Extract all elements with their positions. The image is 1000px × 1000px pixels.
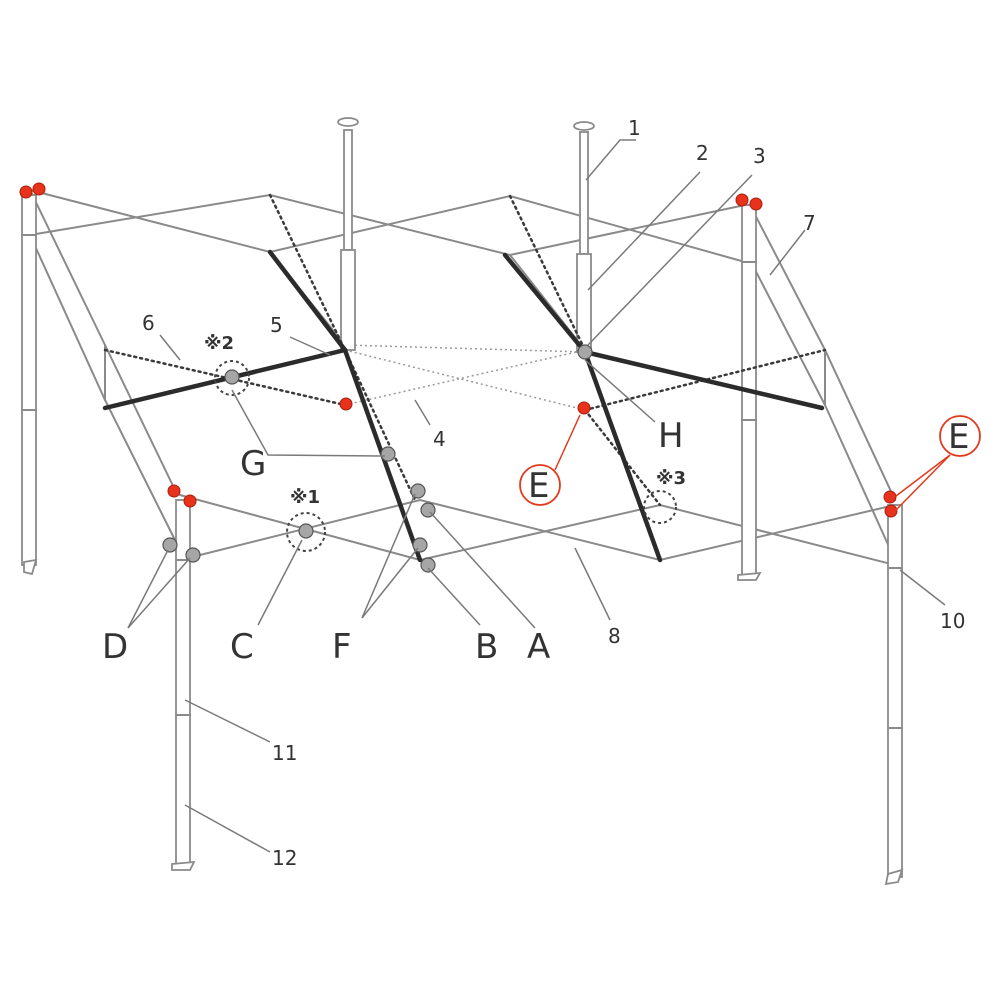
label-letter-c: C [230, 627, 254, 667]
callout-circle-e-1 [519, 464, 561, 506]
red-joint [749, 197, 763, 211]
red-joint [577, 401, 591, 415]
gray-joint [224, 369, 240, 385]
red-joint [884, 504, 898, 518]
leader-lines [127, 139, 951, 853]
label-part-10: 10 [940, 609, 965, 633]
ref-marker-1 [286, 512, 326, 552]
legs [21, 117, 904, 886]
label-letter-b: B [475, 627, 498, 667]
label-ref-3: ※3 [656, 468, 686, 489]
label-part-1: 1 [628, 116, 641, 140]
leg-front-right [887, 504, 903, 878]
label-letter-f: F [332, 627, 352, 667]
red-joint [183, 494, 197, 508]
label-letter-g: G [240, 444, 266, 484]
red-joint [19, 185, 33, 199]
labels: 1 2 3 4 5 6 7 8 10 11 12 ※2 ※1 ※3 D C F … [102, 116, 969, 870]
label-part-6: 6 [142, 311, 155, 335]
leg-back-left [21, 194, 37, 566]
joints [19, 182, 898, 573]
red-joints [19, 182, 898, 518]
red-joint [167, 484, 181, 498]
label-part-7: 7 [803, 211, 816, 235]
gray-joint [298, 523, 314, 539]
label-letter-d: D [102, 627, 128, 667]
label-part-4: 4 [433, 427, 446, 451]
label-ref-2: ※2 [204, 333, 234, 354]
label-letter-e-2: E [948, 417, 969, 457]
label-part-11: 11 [272, 741, 297, 765]
gray-joints [162, 344, 593, 573]
red-joint [735, 193, 749, 207]
dark-bars [102, 249, 825, 563]
label-part-5: 5 [270, 313, 283, 337]
pole-cap-right [573, 121, 595, 131]
red-joint [32, 182, 46, 196]
label-letter-e-1: E [528, 466, 549, 506]
label-letter-h: H [658, 416, 684, 456]
gray-joint [420, 557, 436, 573]
label-letter-a: A [527, 627, 550, 667]
center-pole-upper-left [343, 129, 353, 251]
center-pole-upper-right [579, 131, 589, 255]
gray-joint [380, 446, 396, 462]
label-ref-1: ※1 [290, 487, 320, 508]
gray-joint [162, 537, 178, 553]
ref-marker-3 [643, 490, 677, 524]
gray-joint [410, 483, 426, 499]
red-joint [339, 397, 353, 411]
callout-circle-e-2 [939, 415, 981, 457]
label-part-12: 12 [272, 846, 297, 870]
pole-cap-left [337, 117, 359, 127]
gray-joint [577, 344, 593, 360]
frame-structure [29, 189, 896, 566]
label-part-2: 2 [696, 141, 709, 165]
red-joint [883, 490, 897, 504]
ref-marker-2 [214, 360, 250, 396]
label-part-8: 8 [608, 624, 621, 648]
label-part-3: 3 [753, 144, 766, 168]
gray-joint [412, 537, 428, 553]
center-pole-lower-left [340, 249, 356, 351]
